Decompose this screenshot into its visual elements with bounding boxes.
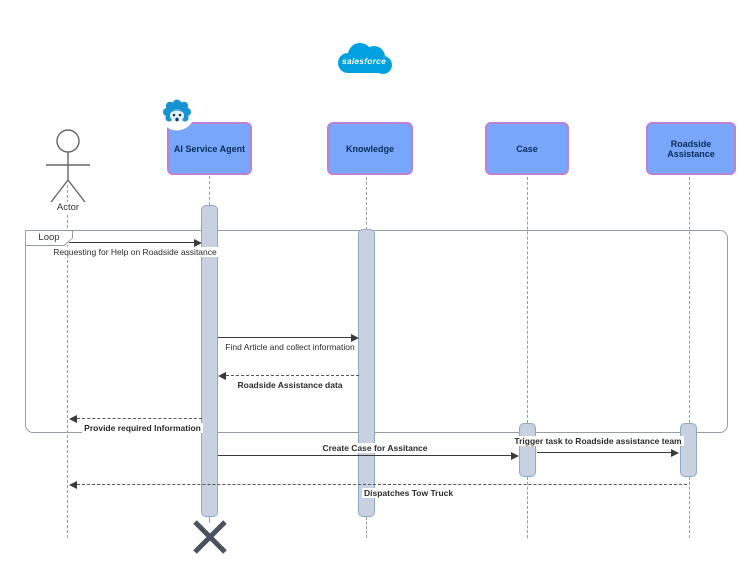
message-label-request-help[interactable]: Requesting for Help on Roadside assitanc… <box>51 247 219 257</box>
arrowhead-left-icon <box>69 480 77 489</box>
arrowhead-right-icon <box>511 451 519 460</box>
message-line-roadside-data <box>226 375 359 376</box>
message-line-create-case <box>218 455 512 456</box>
case-lifeline-tail <box>527 477 528 538</box>
arrowhead-right-icon <box>194 238 202 247</box>
participant-ai-service-agent[interactable]: AI Service Agent <box>167 122 252 175</box>
message-label-find-article[interactable]: Find Article and collect information <box>223 342 357 352</box>
message-label-trigger-task[interactable]: Trigger task to Roadside assistance team <box>512 436 684 446</box>
salesforce-logo-text: salesforce <box>341 56 387 66</box>
arrowhead-left-icon <box>218 371 226 380</box>
message-label-roadside-data[interactable]: Roadside Assistance data <box>235 380 345 390</box>
arrowhead-left-icon <box>69 414 77 423</box>
participant-roadside-assistance-label: Roadside Assistance <box>667 138 715 159</box>
knowledge-activation[interactable] <box>358 229 375 517</box>
message-label-create-case[interactable]: Create Case for Assitance <box>320 443 430 453</box>
participant-case[interactable]: Case <box>485 122 569 175</box>
message-line-dispatch-truck <box>77 484 687 485</box>
roadside-assistance-lifeline <box>689 172 690 423</box>
message-line-trigger-task <box>537 452 672 453</box>
participant-ai-service-agent-label: AI Service Agent <box>173 143 246 154</box>
salesforce-logo[interactable]: salesforce <box>334 40 394 78</box>
roadside-assistance-activation[interactable] <box>680 423 697 477</box>
case-lifeline <box>527 172 528 423</box>
ai-service-agent-activation[interactable] <box>201 205 218 517</box>
actor-lifeline <box>67 185 68 538</box>
arrowhead-right-icon <box>671 448 679 457</box>
lifeline-destroy-x-icon[interactable] <box>191 518 229 556</box>
message-label-dispatch-truck[interactable]: Dispatches Tow Truck <box>362 488 456 498</box>
message-label-provide-info[interactable]: Provide required Information <box>82 423 203 433</box>
message-line-find-article <box>218 337 352 338</box>
message-line-provide-info <box>77 418 202 419</box>
loop-frame-tab: Loop <box>25 230 73 246</box>
actor-figure[interactable] <box>44 128 92 208</box>
knowledge-lifeline-tail <box>366 517 367 538</box>
participant-case-label: Case <box>516 143 538 154</box>
actor-icon <box>46 129 90 207</box>
salesforce-cloud-icon <box>338 43 392 74</box>
loop-label: Loop <box>26 231 72 245</box>
case-activation[interactable] <box>519 423 536 477</box>
message-line-request-help <box>69 242 195 243</box>
einstein-mascot-icon[interactable] <box>158 94 196 132</box>
ai-service-agent-lifeline-tail <box>209 517 210 523</box>
actor-label: Actor <box>46 202 90 213</box>
ai-service-agent-lifeline <box>209 176 210 205</box>
loop-frame[interactable] <box>25 230 728 433</box>
arrowhead-right-icon <box>351 333 359 342</box>
roadside-assistance-lifeline-tail <box>689 477 690 538</box>
participant-knowledge-label: Knowledge <box>345 143 394 154</box>
participant-roadside-assistance[interactable]: Roadside Assistance <box>646 122 736 175</box>
participant-knowledge[interactable]: Knowledge <box>327 122 413 175</box>
knowledge-lifeline <box>366 172 367 230</box>
